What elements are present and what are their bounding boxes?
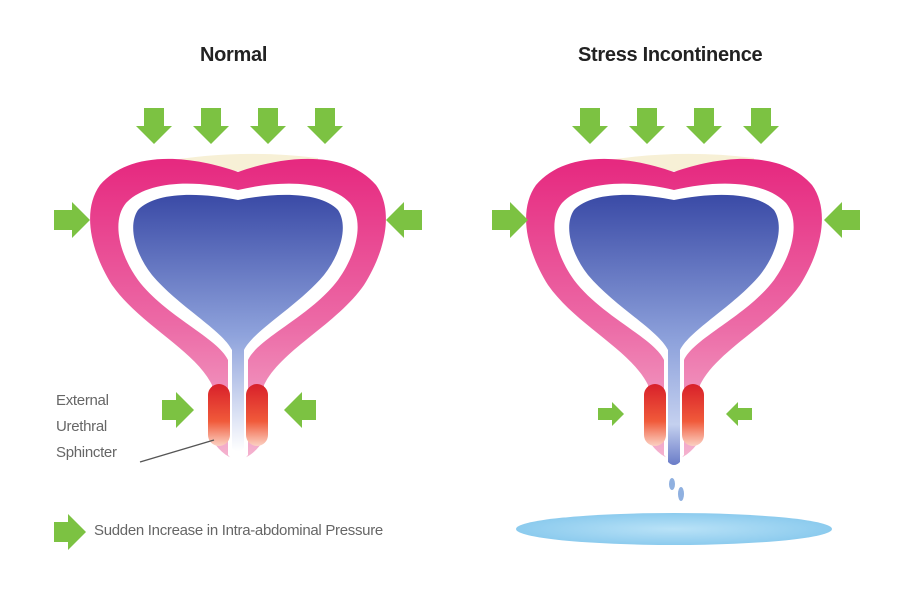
pressure-arrow-down	[250, 108, 286, 144]
legend-text: Sudden Increase in Intra-abdominal Press…	[94, 522, 383, 539]
pressure-arrow-right	[598, 402, 624, 426]
pressure-arrow-right	[162, 392, 194, 428]
pressure-arrow-down	[629, 108, 665, 144]
pressure-arrow-left	[824, 202, 860, 238]
stress-panel	[492, 108, 860, 501]
pressure-arrow-down	[307, 108, 343, 144]
pressure-arrow-right	[54, 202, 90, 238]
normal-panel	[54, 108, 422, 463]
pressure-arrow-left	[726, 402, 752, 426]
urine	[569, 194, 779, 465]
pressure-arrow-down	[743, 108, 779, 144]
pressure-arrow-down	[686, 108, 722, 144]
sphincter-right	[246, 384, 268, 446]
sphincter-label: External Urethral Sphincter	[56, 388, 146, 466]
sphincter-right	[682, 384, 704, 446]
urine-puddle	[516, 513, 832, 545]
sphincter-label-line: External	[56, 392, 109, 409]
sphincter-label-line: Sphincter	[56, 444, 117, 461]
urine	[133, 194, 343, 452]
normal-title: Normal	[200, 44, 268, 66]
sphincter-left	[644, 384, 666, 446]
sphincter-pointer-line	[139, 439, 215, 463]
sphincter-left	[208, 384, 230, 446]
pressure-arrow-left	[386, 202, 422, 238]
stress-incontinence-title: Stress Incontinence	[578, 44, 763, 66]
pressure-arrow-left	[284, 392, 316, 428]
pressure-arrow-down	[572, 108, 608, 144]
sphincter-label-line: Urethral	[56, 418, 107, 435]
pressure-arrow-down	[136, 108, 172, 144]
pressure-arrow-down	[193, 108, 229, 144]
urine-drop	[678, 487, 684, 501]
legend-arrow-icon	[54, 514, 86, 550]
urine-drop	[669, 478, 675, 490]
pressure-arrow-right	[492, 202, 528, 238]
